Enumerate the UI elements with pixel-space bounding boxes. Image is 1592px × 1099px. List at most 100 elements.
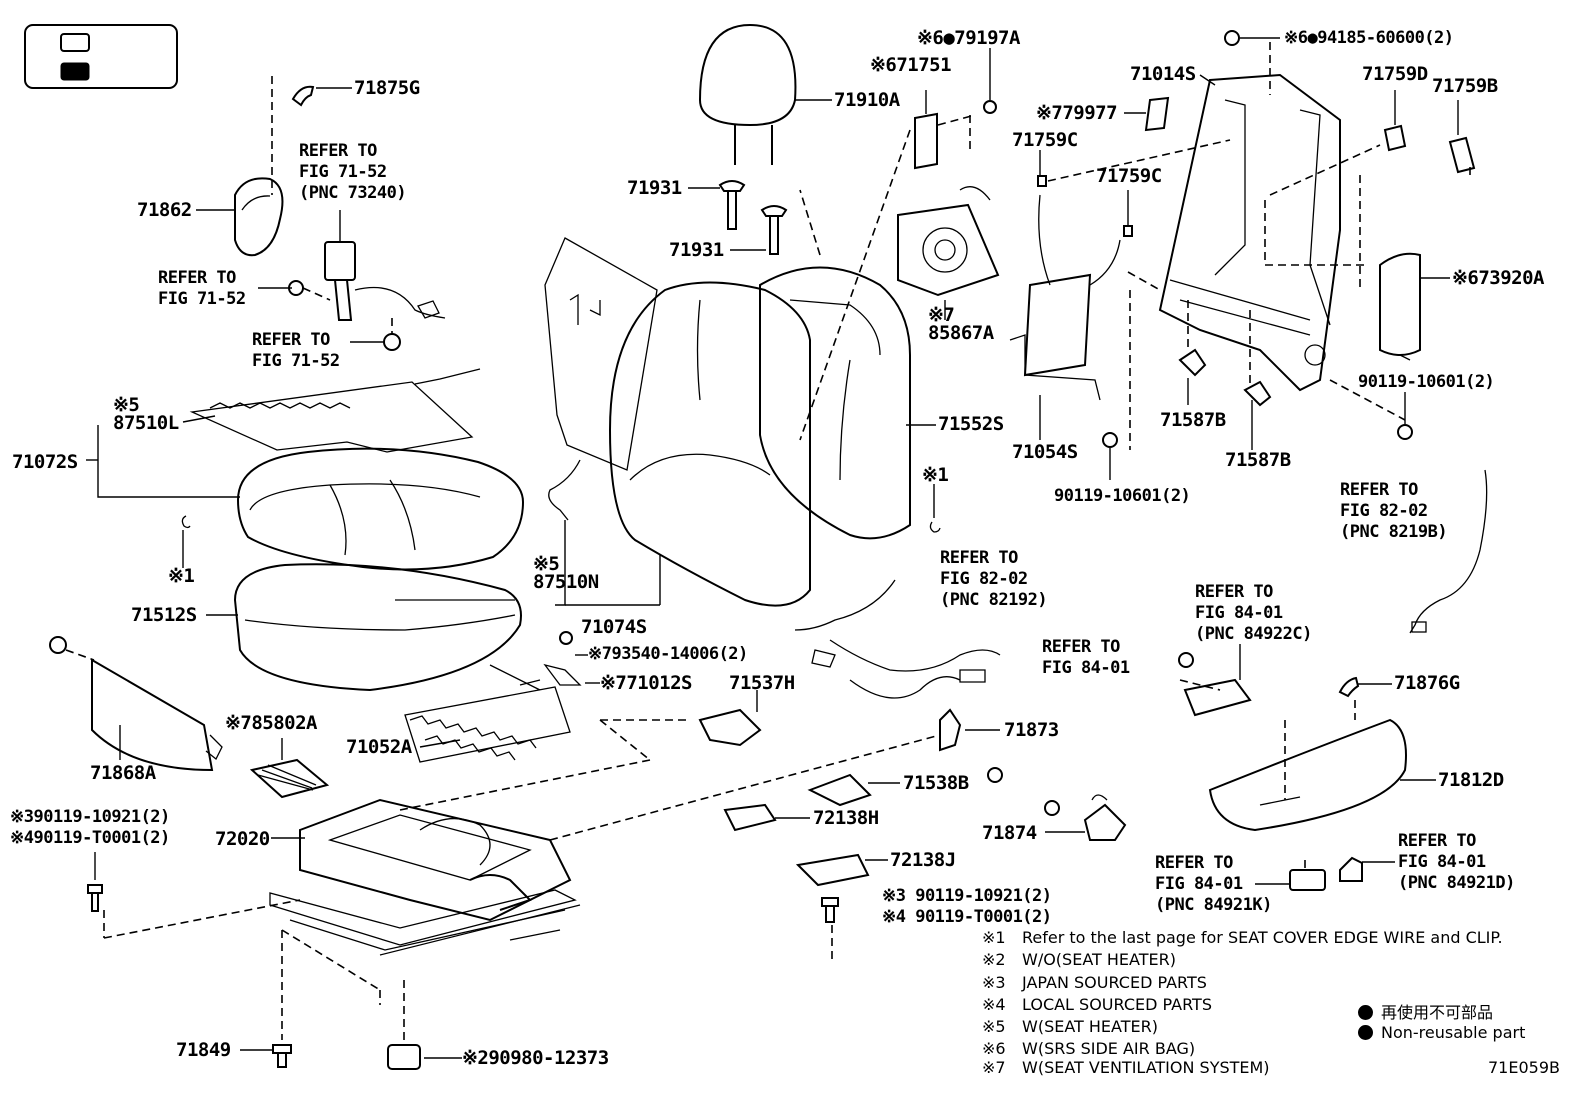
- part-90980: [387, 980, 462, 1070]
- label-71931a: 71931: [627, 177, 682, 199]
- label-85867A: ※7 85867A: [928, 304, 994, 344]
- label-9011910921a: ※390119-10921(2) ※490119-T0001(2): [10, 807, 170, 848]
- label-71868A: 71868A: [90, 762, 156, 784]
- note-3: ※3 JAPAN SOURCED PARTS: [982, 973, 1207, 993]
- label-87510N: ※5 87510N: [533, 553, 599, 593]
- part-71812D: [1208, 676, 1436, 891]
- part-bolt-90119-left: [87, 852, 301, 939]
- part-71587B: [1178, 348, 1272, 450]
- label-90980: ※290980-12373: [462, 1047, 609, 1069]
- part-71849: [240, 929, 381, 1068]
- label-refer-7152b: REFER TO FIG 71-52: [252, 330, 340, 371]
- part-71052A: [404, 664, 571, 763]
- label-71910A: 71910A: [834, 89, 900, 111]
- note-text: W(SRS SIDE AIR BAG): [1022, 1039, 1196, 1058]
- note-key: ※3: [982, 973, 1006, 992]
- note-key: ※5: [982, 1017, 1006, 1036]
- label-refer-8401: REFER TO FIG 84-01: [1042, 637, 1130, 678]
- label-71014S: 71014S: [1130, 63, 1196, 85]
- label-71759Ca: 71759C: [1012, 129, 1078, 151]
- part-71875G: [271, 76, 352, 195]
- note-5: ※5 W(SEAT HEATER): [982, 1017, 1158, 1037]
- note-text: LOCAL SOURCED PARTS: [1022, 995, 1212, 1014]
- label-79197A: ※6●79197A: [917, 27, 1020, 49]
- part-71759C: [1037, 139, 1231, 237]
- label-71012S: ※771012S: [600, 672, 693, 694]
- note-text: JAPAN SOURCED PARTS: [1022, 973, 1207, 992]
- label-clip1a: ※1: [168, 565, 195, 587]
- part-73920A: [1379, 252, 1450, 361]
- note-key: ※7: [982, 1058, 1006, 1077]
- label-9011910601a: 90119-10601(2): [1054, 486, 1191, 506]
- label-71876G: 71876G: [1394, 672, 1460, 694]
- legend-non-reusable-jp: 再使用不可部品: [1358, 999, 1493, 1023]
- label-71849: 71849: [176, 1039, 231, 1061]
- note-key: ※4: [982, 995, 1006, 1014]
- note-text: W/O(SEAT HEATER): [1022, 950, 1176, 969]
- legend-text: 再使用不可部品: [1381, 1003, 1494, 1022]
- part-79977: [1124, 96, 1170, 132]
- label-79977: ※779977: [1036, 102, 1118, 124]
- part-small-brackets: [399, 631, 941, 960]
- label-71759B: 71759B: [1432, 75, 1498, 97]
- part-71014S: [1158, 73, 1341, 392]
- part-71074S: [565, 281, 811, 607]
- part-clip-right: [929, 484, 941, 533]
- part-85802A: [249, 738, 330, 799]
- label-71751: ※671751: [870, 54, 952, 76]
- part-71868A: [49, 636, 223, 772]
- part-87510L: [182, 368, 481, 453]
- part-71072S: [86, 425, 525, 571]
- part-71862: [196, 177, 284, 257]
- part-switch-84922C: [1178, 644, 1252, 717]
- part-85867A: [897, 186, 1000, 320]
- label-93540: ※793540-14006(2): [588, 644, 748, 664]
- part-79197A: [983, 48, 997, 114]
- part-71751: [799, 90, 976, 441]
- dashed-guides: [799, 189, 1161, 291]
- part-72020: [269, 798, 581, 956]
- label-73920A: ※673920A: [1452, 267, 1545, 289]
- legend-non-reusable-en: Non-reusable part: [1358, 1023, 1525, 1042]
- label-71931b: 71931: [669, 239, 724, 261]
- filled-dot-icon: [1358, 1025, 1373, 1040]
- label-clip1b: ※1: [922, 464, 949, 486]
- label-71512S: 71512S: [131, 604, 197, 626]
- part-harness-8219B: [1409, 469, 1488, 634]
- note-text: W(SEAT VENTILATION SYSTEM): [1022, 1058, 1270, 1077]
- label-71072S: 71072S: [12, 451, 78, 473]
- label-71074S: 71074S: [581, 616, 647, 638]
- note-7: ※7 W(SEAT VENTILATION SYSTEM): [982, 1058, 1270, 1078]
- label-71052A: 71052A: [346, 736, 412, 758]
- part-clip-left: [181, 515, 191, 568]
- label-71759D: 71759D: [1362, 63, 1428, 85]
- part-71874: [1044, 794, 1127, 841]
- label-71862: 71862: [137, 199, 192, 221]
- part-94185: [1224, 30, 1280, 95]
- note-key: ※2: [982, 950, 1006, 969]
- view-indicator-box: [24, 24, 178, 89]
- label-71759Cb: 71759C: [1096, 165, 1162, 187]
- filled-dot-icon: [1358, 1005, 1373, 1020]
- note-4: ※4 LOCAL SOURCED PARTS: [982, 995, 1212, 1015]
- part-71759D-71759B: [1264, 90, 1476, 290]
- part-71931: [688, 180, 788, 255]
- part-71552S: [759, 266, 936, 540]
- label-72138H: 72138H: [813, 807, 879, 829]
- part-harness-82192: [794, 579, 1001, 699]
- label-71875G: 71875G: [354, 77, 420, 99]
- part-seatbelt-buckle: [258, 210, 446, 351]
- figure-code: 71E059B: [1488, 1058, 1560, 1077]
- label-71874: 71874: [982, 822, 1037, 844]
- label-85802A: ※785802A: [225, 712, 318, 734]
- part-71873: [939, 708, 1003, 783]
- label-71537H: 71537H: [729, 672, 795, 694]
- part-71512S: [206, 563, 522, 692]
- note-text: W(SEAT HEATER): [1022, 1017, 1158, 1036]
- label-71873: 71873: [1004, 719, 1059, 741]
- label-71552S: 71552S: [938, 413, 1004, 435]
- label-71054S: 71054S: [1012, 441, 1078, 463]
